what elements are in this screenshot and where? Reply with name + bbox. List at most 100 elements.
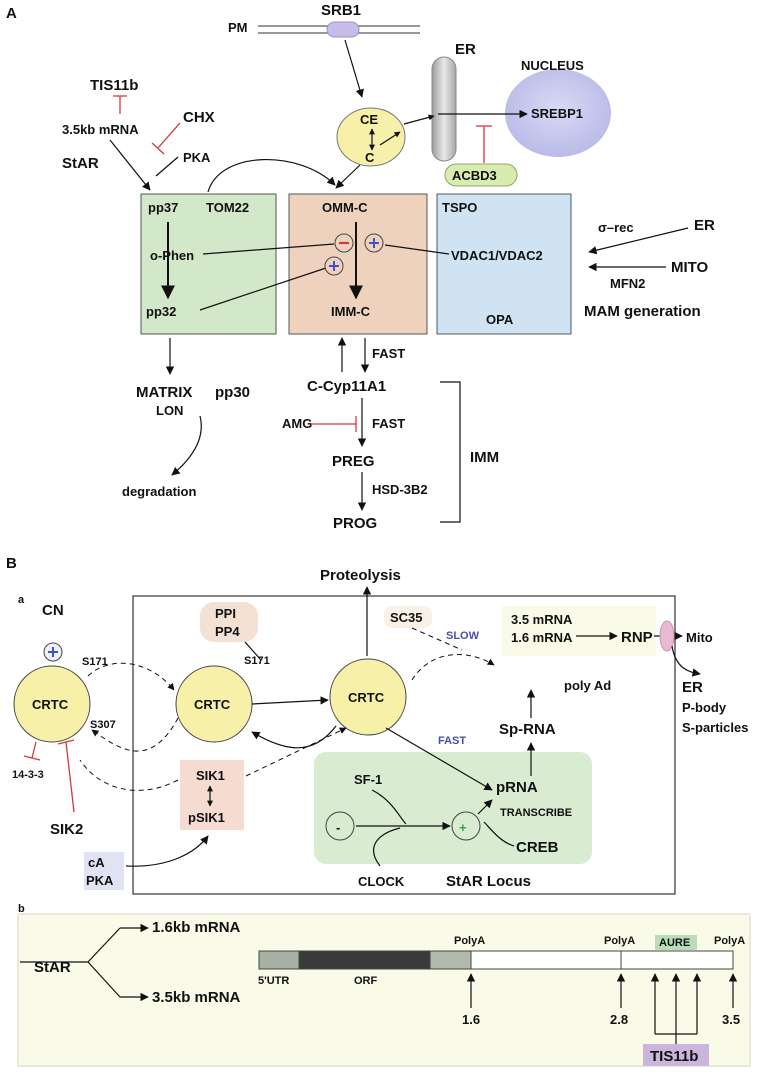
mrna-cream-bg [502, 606, 656, 656]
srebp1-label: SREBP1 [531, 106, 583, 121]
gene-map-bg [17, 913, 751, 1067]
pka-a-label: PKA [183, 150, 211, 165]
s171-a-label: S171 [82, 656, 108, 668]
vdac-label: VDAC1/VDAC2 [451, 248, 543, 263]
amg-label: AMG [282, 416, 312, 431]
star-locus-label: StAR Locus [446, 873, 531, 890]
mrna-1-6-label: 1.6 mRNA [511, 630, 573, 645]
pp37-label: pp37 [148, 200, 178, 215]
star-locus-bg [314, 752, 592, 864]
srb1-receptor [326, 21, 360, 38]
omm-imm-box [288, 193, 428, 335]
pp4-label: PP4 [215, 624, 240, 639]
panel-b-a: B a Proteolysis CN PPI PP4 SC35 SLOW 3.5… [6, 555, 748, 895]
pp32-label: pp32 [146, 304, 176, 319]
proteolysis-label: Proteolysis [320, 567, 401, 584]
fast-2-label: FAST [372, 416, 405, 431]
creb-label: CREB [516, 839, 559, 856]
mrna-3-5kb-label: 3.5kb mRNA [62, 122, 139, 137]
tom22-label: TOM22 [206, 200, 249, 215]
mrna-3-5-label: 3.5 mRNA [511, 612, 573, 627]
mito-b-label: Mito [686, 630, 713, 645]
pka-bg [84, 852, 124, 890]
ce-label: CE [360, 112, 378, 127]
nucleus-organelle [505, 69, 611, 157]
imm-bracket [440, 381, 461, 523]
imm-label: IMM [470, 449, 499, 466]
tis11b-b-label: TIS11b [650, 1048, 698, 1065]
cell-frame [132, 595, 676, 895]
plus-label: + [459, 820, 467, 835]
mrna-3-5kb-label-b: 3.5kb mRNA [152, 989, 241, 1006]
utr-label: 5'UTR [258, 975, 289, 987]
ppi-label: PPI [215, 606, 236, 621]
sub-b-label: b [18, 903, 25, 915]
polya-3-label: PolyA [714, 935, 745, 947]
rnp-oval [659, 620, 675, 652]
er-b-label: ER [682, 679, 703, 696]
exon-segment [429, 950, 472, 970]
s307-label: S307 [90, 719, 116, 731]
er-right-label: ER [694, 217, 715, 234]
preg-label: PREG [332, 453, 375, 470]
chx-label: CHX [183, 109, 215, 126]
fast-b-label: FAST [438, 735, 466, 747]
minus-label: - [336, 820, 340, 835]
er-top-label: ER [455, 41, 476, 58]
site-3-5-label: 3.5 [722, 1012, 740, 1027]
c-cyp11a1-label: C-Cyp11A1 [307, 378, 386, 395]
outer-membrane-box [140, 193, 277, 335]
crtc-node-1 [13, 665, 91, 743]
sc35-bg [384, 606, 432, 628]
star-b-label: StAR [34, 959, 71, 976]
minus-node-icon [325, 811, 355, 841]
sigma-rec-label: σ–rec [598, 220, 634, 235]
mito-label: MITO [671, 259, 709, 276]
polya-1-label: PolyA [454, 935, 485, 947]
tis11b-label: TIS11b [90, 77, 138, 94]
opa-label: OPA [486, 312, 514, 327]
psik1-label: pSIK1 [188, 810, 225, 825]
ca-label: cA [88, 855, 105, 870]
s171-b-label: S171 [244, 655, 270, 667]
mam-generation-label: MAM generation [584, 303, 701, 320]
sc35-label: SC35 [390, 610, 423, 625]
panel-b-b: b 1.6kb mRNA 3.5kb mRNA StAR 5'UTR ORF P… [17, 903, 751, 1067]
sik2-label: SIK2 [50, 821, 83, 838]
pka-b-label: PKA [86, 873, 114, 888]
site-2-8-label: 2.8 [610, 1012, 628, 1027]
sp-rna-label: Sp-RNA [499, 721, 556, 738]
panel-b-label: B [6, 555, 17, 572]
tis11b-bg [643, 1044, 709, 1066]
o-phen-label: o-Phen [150, 248, 194, 263]
cn-label: CN [42, 602, 64, 619]
pm-label: PM [228, 20, 248, 35]
site-1-6-label: 1.6 [462, 1012, 480, 1027]
clock-label: CLOCK [358, 874, 405, 889]
utr-segment [258, 950, 300, 970]
lon-label: LON [156, 403, 183, 418]
polya-2-label: PolyA [604, 935, 635, 947]
panel-a: A PM SRB1 ER NUCLEUS SREBP1 CE C ACBD3 [6, 2, 715, 532]
degradation-label: degradation [122, 484, 196, 499]
tspo-label: TSPO [442, 200, 477, 215]
rnp-label: RNP [621, 629, 653, 646]
transcribe-label: TRANSCRIBE [500, 807, 572, 819]
slow-label: SLOW [446, 630, 480, 642]
crtc-3-label: CRTC [348, 690, 385, 705]
crtc-2-label: CRTC [194, 697, 231, 712]
aure-bg [655, 935, 697, 950]
c-label: C [365, 150, 375, 165]
pp30-label: pp30 [215, 384, 250, 401]
crtc-node-3 [329, 658, 407, 736]
srb1-label: SRB1 [321, 2, 361, 19]
ppi-pp4-bg [200, 602, 258, 642]
mrna-1-6kb-label: 1.6kb mRNA [152, 919, 241, 936]
star-a-label: StAR [62, 155, 99, 172]
aure-label: AURE [659, 937, 690, 949]
orf-segment [298, 950, 431, 970]
prna-label: pRNA [496, 779, 538, 796]
omm-c-label: OMM-C [322, 200, 368, 215]
imm-c-label: IMM-C [331, 304, 371, 319]
